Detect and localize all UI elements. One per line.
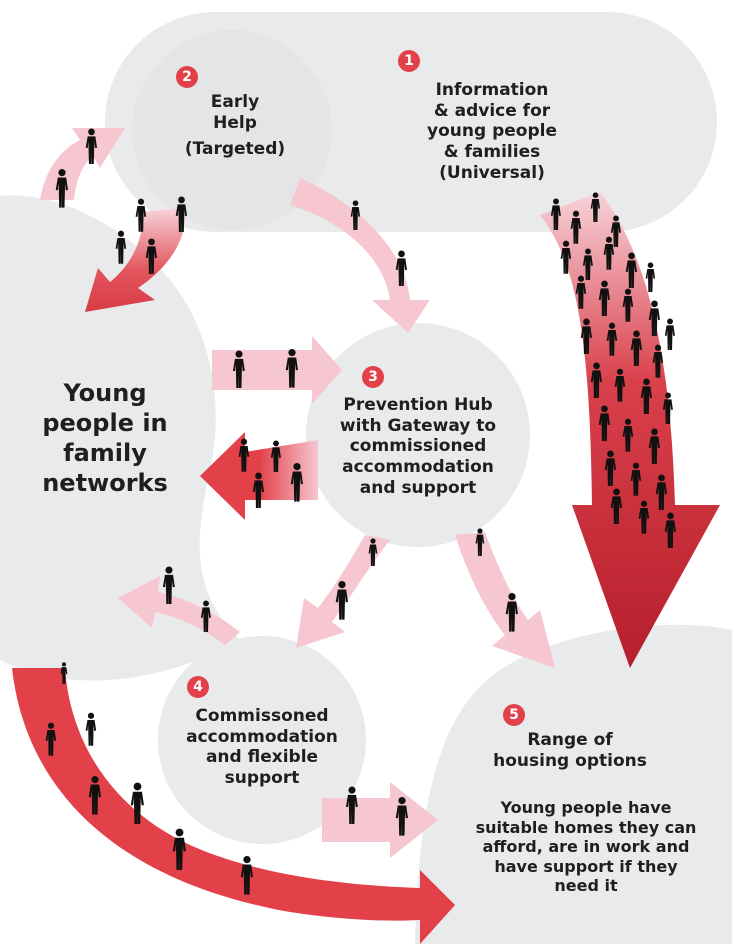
early-help-label-line: Help [213,112,257,133]
hub-number-badge: 3 [362,366,384,388]
housing-label-line: Range of [527,730,613,750]
arrow-family-to-hub [212,336,342,404]
hub-label-line: commissioned [349,436,487,457]
arrow-early-help-to-family [85,208,185,312]
accommodation-label-line: Commissoned [195,706,329,726]
arrow-early-help-to-hub [290,178,430,333]
info-label-line: & advice for [433,100,551,121]
housing-description-line: need it [554,876,618,896]
accommodation-label-line: and flexible [205,747,319,768]
housing-number-badge: 5 [503,704,525,726]
arrow-family-to-early-help [40,128,125,200]
housing-description-line: afford, are in work and [482,837,690,857]
housing-label-line: housing options [493,750,647,771]
info-label-line: Information [435,80,549,100]
early-help-label-line: Early [210,92,260,112]
family-networks-label-line: family [63,439,147,467]
family-networks-label-line: Young [63,379,147,407]
hub-label-line: with Gateway to [339,415,497,436]
accommodation-label-line: support [224,768,300,789]
hub-label-line: and support [359,477,477,498]
hub-label-line: accommodation [342,457,494,478]
person-silhouette-icon [664,318,675,350]
housing-description-line: suitable homes they can [475,817,697,837]
housing-options-region [415,624,732,944]
housing-description: Young people have suitable homes they ca… [448,798,724,896]
accommodation-circle [158,636,366,844]
housing-description-line: have support if they [494,856,678,876]
hub-label-line: Prevention Hub [343,395,493,415]
accommodation-label-line: accommodation [186,726,338,747]
info-label-line: young people [427,121,557,142]
info-label-line: & families [443,142,541,163]
housing-description-line: Young people have [500,798,672,817]
person-silhouette-icon [645,262,656,292]
family-networks-label-line: networks [42,469,168,497]
housing-label: Range of housing options [490,730,650,771]
arrow-accommodation-to-family [118,576,240,645]
accommodation-label: Commissoned accommodation and flexible s… [172,706,352,789]
person-silhouette-icon [85,712,97,746]
early-help-label-line: (Targeted) [184,139,286,160]
family-networks-region [0,195,240,681]
info-label-line: (Universal) [439,162,545,183]
hub-label: Prevention Hub with Gateway to commissio… [323,395,513,499]
arrow-hub-to-housing [455,532,555,668]
accommodation-number-badge: 4 [187,676,209,698]
early-help-label: Early Help (Targeted) [170,92,300,160]
info-number-badge: 1 [398,50,420,72]
family-networks-label: Young people in family networks [20,378,190,498]
family-networks-label-line: people in [42,409,168,437]
info-label: Information & advice for young people & … [392,80,592,184]
early-help-number-badge: 2 [176,66,198,88]
arrow-family-to-housing [12,668,455,944]
